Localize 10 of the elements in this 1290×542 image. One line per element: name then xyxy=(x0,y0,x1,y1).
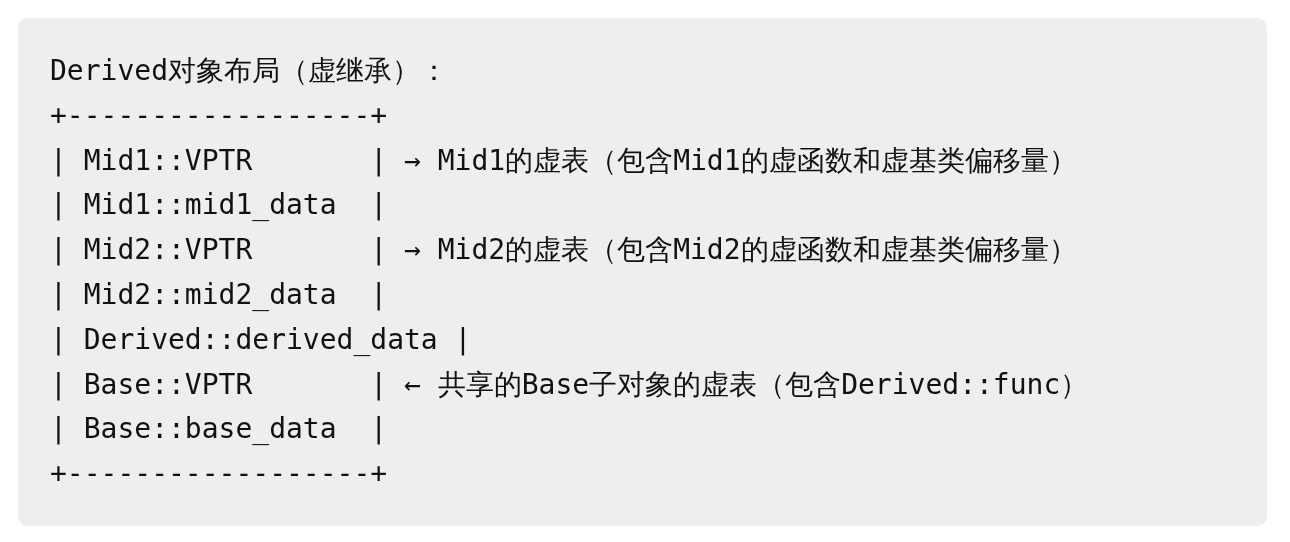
code-line: | Mid1::mid1_data | xyxy=(50,188,388,223)
code-line: | Derived::derived_data | xyxy=(50,322,472,357)
code-line: | Base::base_data | xyxy=(50,412,388,447)
code-line: Derived对象布局（虚继承）： xyxy=(50,54,448,88)
code-line: +------------------+ xyxy=(50,98,388,133)
code-line: | Mid2::VPTR | → Mid2的虚表（包含Mid2的虚函数和虚基类偏移量） xyxy=(50,233,1077,268)
code-line: | Mid1::VPTR | → Mid1的虚表（包含Mid1的虚函数和虚基类偏移量） xyxy=(50,143,1077,178)
code-line: | Base::VPTR | ← 共享的Base子对象的虚表（包含Derived::func） xyxy=(50,367,1089,402)
code-line: | Mid2::mid2_data | xyxy=(50,278,388,312)
code-line: +------------------+ xyxy=(50,457,388,492)
